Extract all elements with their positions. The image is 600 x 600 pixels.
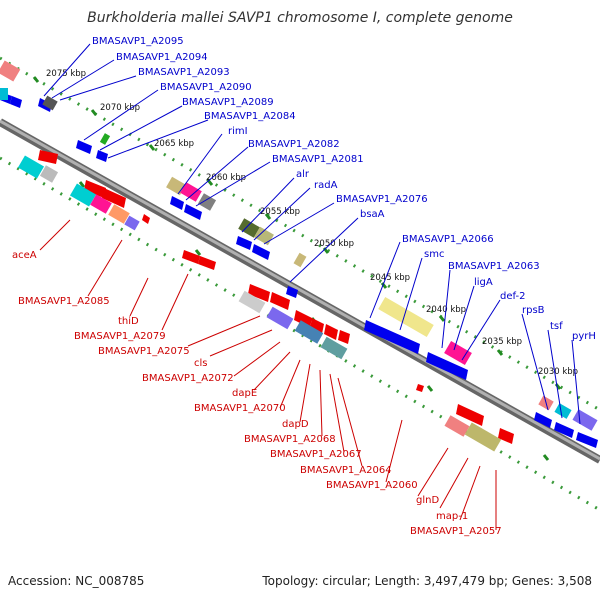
accession-text: Accession: NC_008785	[8, 574, 144, 588]
kbp-tick-2070: 2070 kbp	[100, 103, 140, 113]
gene-label-a2095: BMASAVP1_A2095	[92, 36, 184, 47]
gene-label-dapd: dapD	[282, 419, 309, 430]
gene-label-acea: aceA	[12, 250, 37, 261]
kbp-tick-2045: 2045 kbp	[370, 273, 410, 283]
gene-label-a2075: BMASAVP1_A2075	[98, 346, 190, 357]
gene-label-a2076: BMASAVP1_A2076	[336, 194, 428, 205]
gene-label-a2084: BMASAVP1_A2084	[204, 111, 296, 122]
gene-label-liga: ligA	[474, 277, 493, 288]
gene-label-a2094: BMASAVP1_A2094	[116, 52, 208, 63]
gene-label-pyrh: pyrH	[572, 331, 596, 342]
gene-label-map-1: map-1	[436, 511, 468, 522]
gene-label-cls: cls	[194, 358, 208, 369]
map-title: Burkholderia mallei SAVP1 chromosome I, …	[87, 10, 513, 26]
gene-label-a2085: BMASAVP1_A2085	[18, 296, 110, 307]
genome-summary-text: Topology: circular; Length: 3,497,479 bp…	[261, 574, 592, 588]
forward-gene-labels: BMASAVP1_A2095 BMASAVP1_A2094 BMASAVP1_A…	[92, 36, 596, 342]
gene-label-bsaa: bsaA	[360, 209, 385, 220]
gene-label-a2057: BMASAVP1_A2057	[410, 526, 502, 537]
kbp-tick-2065: 2065 kbp	[154, 139, 194, 149]
gene-label-smc: smc	[424, 249, 444, 260]
gene-label-a2079: BMASAVP1_A2079	[74, 331, 166, 342]
gene-label-a2068: BMASAVP1_A2068	[244, 434, 336, 445]
gene-label-a2090: BMASAVP1_A2090	[160, 82, 252, 93]
kbp-tick-2055: 2055 kbp	[260, 207, 300, 217]
gene-label-a2067: BMASAVP1_A2067	[270, 449, 362, 460]
kbp-tick-2075: 2075 kbp	[46, 69, 86, 79]
gene-label-a2082: BMASAVP1_A2082	[248, 139, 340, 150]
reverse-label-leaders	[39, 219, 497, 530]
kbp-tick-2030: 2030 kbp	[538, 367, 578, 377]
gene-label-glnd: glnD	[416, 495, 439, 506]
gene-label-def-2: def-2	[500, 291, 525, 302]
feature-blocks	[0, 60, 598, 452]
gene-label-a2081: BMASAVP1_A2081	[272, 154, 364, 165]
gene-label-a2070: BMASAVP1_A2070	[194, 403, 286, 414]
reverse-gene-labels: aceA BMASAVP1_A2085 thiD BMASAVP1_A2079 …	[12, 250, 502, 537]
gene-label-thid: thiD	[118, 316, 139, 327]
kbp-tick-2050: 2050 kbp	[314, 239, 354, 249]
gene-label-rpsb: rpsB	[522, 305, 545, 316]
gene-label-a2060: BMASAVP1_A2060	[326, 480, 418, 491]
gene-label-a2064: BMASAVP1_A2064	[300, 465, 392, 476]
kbp-tick-2060: 2060 kbp	[206, 173, 246, 183]
gene-label-a2089: BMASAVP1_A2089	[182, 97, 274, 108]
gene-label-rimi: rimI	[228, 126, 248, 137]
forward-label-leaders	[43, 43, 581, 425]
gene-label-tsf: tsf	[550, 321, 563, 332]
gene-label-a2093: BMASAVP1_A2093	[138, 67, 230, 78]
reverse-strand-genes	[38, 150, 514, 444]
gene-label-a2066: BMASAVP1_A2066	[402, 234, 494, 245]
gene-label-dape: dapE	[232, 388, 257, 399]
gene-label-rada: radA	[314, 180, 338, 191]
gene-label-a2072: BMASAVP1_A2072	[142, 373, 234, 384]
gene-label-a2063: BMASAVP1_A2063	[448, 261, 540, 272]
gene-label-alr: alr	[296, 169, 310, 180]
kbp-tick-2035: 2035 kbp	[482, 337, 522, 347]
